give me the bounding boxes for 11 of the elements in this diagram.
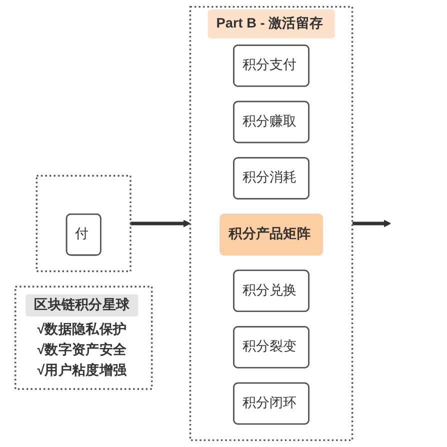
info-box: 区块链积分星球 √数据隐私保护 √数字资产安全 √用户粘度增强 xyxy=(14,286,153,390)
arrow xyxy=(352,220,392,228)
process-box: 积分裂变 xyxy=(233,326,310,368)
process-box: 积分消耗 xyxy=(233,157,310,200)
process-box: 积分支付 xyxy=(233,44,310,87)
process-box: 积分闭环 xyxy=(233,382,310,425)
center-box: 积分产品矩阵 xyxy=(220,214,323,256)
process-box: 积分兑换 xyxy=(233,270,310,312)
process-box: 积分赚取 xyxy=(233,100,310,144)
process-box: 付 xyxy=(66,213,102,256)
arrow xyxy=(130,220,191,228)
